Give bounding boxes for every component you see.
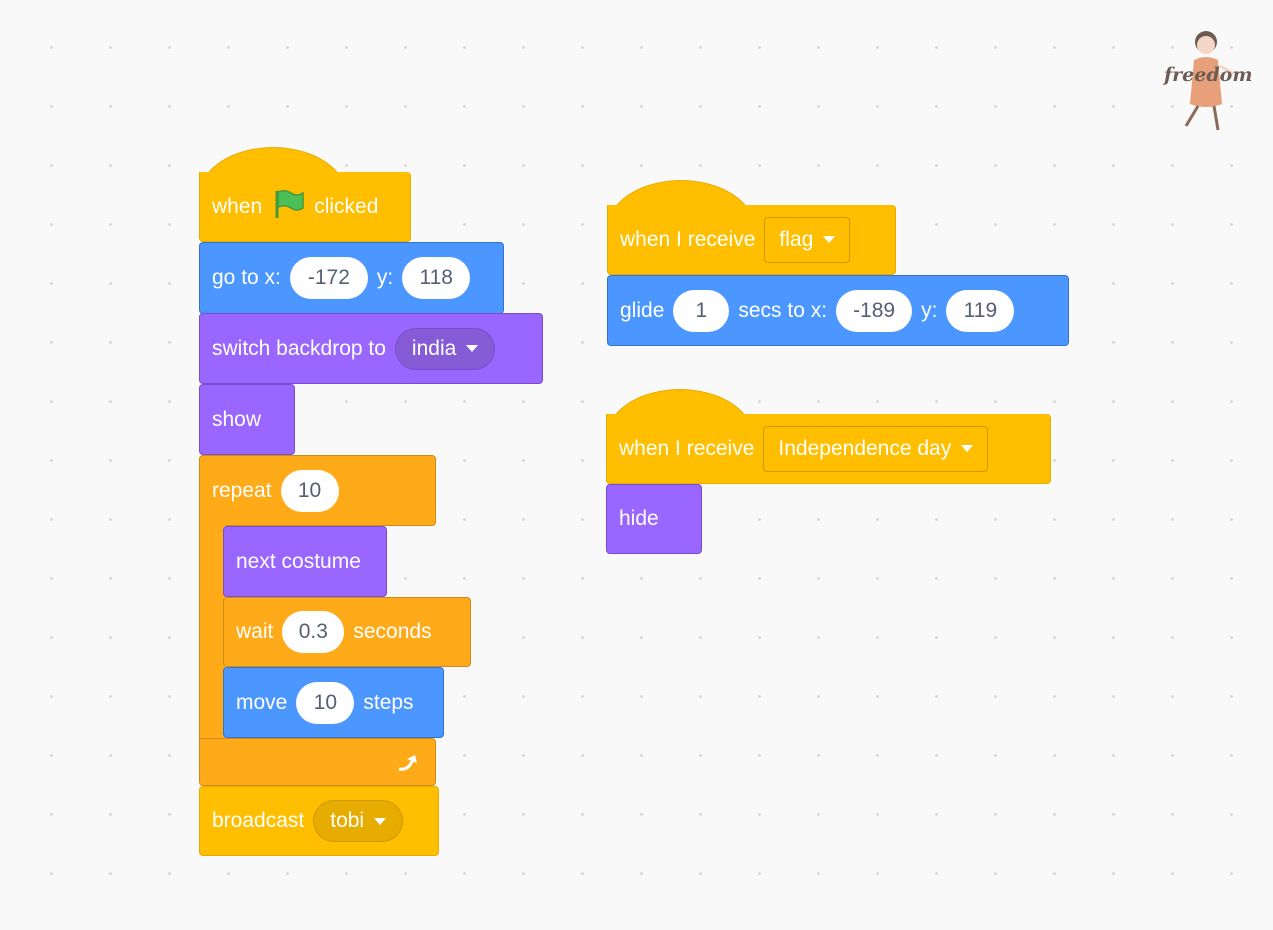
show-label: show xyxy=(212,407,262,431)
wait-block[interactable]: wait 0.3 seconds xyxy=(223,597,471,667)
message-dropdown-2[interactable]: Independence day xyxy=(763,425,989,472)
goto-y-input[interactable]: 118 xyxy=(402,257,471,299)
dropdown-arrow-icon xyxy=(961,445,974,452)
when-i-receive-independence-block[interactable]: when I receive Independence day xyxy=(606,414,1051,484)
wait-seconds-input[interactable]: 0.3 xyxy=(282,611,345,653)
when-flag-clicked-block[interactable]: when clicked xyxy=(199,172,411,242)
goto-x-input[interactable]: -172 xyxy=(289,257,368,299)
clicked-label: clicked xyxy=(314,194,379,218)
glide-secs-input[interactable]: 1 xyxy=(673,289,730,332)
switch-backdrop-label: switch backdrop to xyxy=(212,336,386,360)
goto-label: go to x: xyxy=(212,266,281,289)
when-label: when xyxy=(212,194,263,218)
wait-label: wait xyxy=(236,620,274,643)
broadcast-block[interactable]: broadcast tobi xyxy=(199,786,439,856)
goto-y-label: y: xyxy=(376,266,394,289)
move-steps-input[interactable]: 10 xyxy=(296,681,355,724)
logo-text: freedom xyxy=(1164,64,1253,86)
message-value: flag xyxy=(779,227,814,251)
freedom-logo: freedom xyxy=(1160,26,1252,136)
broadcast-value: tobi xyxy=(330,809,365,832)
dropdown-arrow-icon xyxy=(823,236,836,243)
receive-label: when I receive xyxy=(620,227,756,251)
hide-block[interactable]: hide xyxy=(606,484,702,554)
glide-to-xy-block[interactable]: glide 1 secs to x: -189 y: 119 xyxy=(607,275,1069,346)
glide-y-label: y: xyxy=(921,298,938,322)
glide-label: glide xyxy=(620,298,665,322)
dropdown-arrow-icon xyxy=(466,345,479,352)
loop-arrow-icon xyxy=(395,749,421,781)
repeat-label: repeat xyxy=(212,478,272,502)
broadcast-label: broadcast xyxy=(212,809,305,832)
broadcast-dropdown[interactable]: tobi xyxy=(313,800,404,842)
next-costume-label: next costume xyxy=(236,549,361,573)
next-costume-block[interactable]: next costume xyxy=(223,526,387,597)
wait-suffix-label: seconds xyxy=(353,620,432,643)
move-suffix-label: steps xyxy=(363,690,414,714)
switch-backdrop-block[interactable]: switch backdrop to india xyxy=(199,313,543,384)
message-value-2: Independence day xyxy=(778,436,952,460)
move-label: move xyxy=(236,690,288,714)
move-steps-block[interactable]: move 10 steps xyxy=(223,667,444,738)
glide-x-input[interactable]: -189 xyxy=(836,289,913,332)
repeat-block-end xyxy=(199,738,436,786)
show-block[interactable]: show xyxy=(199,384,295,455)
message-dropdown[interactable]: flag xyxy=(764,216,851,263)
receive-label-2: when I receive xyxy=(619,436,755,460)
green-flag-icon xyxy=(271,188,305,226)
backdrop-dropdown[interactable]: india xyxy=(394,327,496,370)
repeat-block[interactable]: repeat 10 xyxy=(199,455,436,526)
backdrop-value: india xyxy=(411,336,457,360)
glide-mid-label: secs to x: xyxy=(738,298,828,322)
hide-label: hide xyxy=(619,507,659,530)
go-to-xy-block[interactable]: go to x: -172 y: 118 xyxy=(199,242,504,314)
glide-y-input[interactable]: 119 xyxy=(946,289,1015,332)
dropdown-arrow-icon xyxy=(374,817,387,825)
repeat-count-input[interactable]: 10 xyxy=(280,469,339,512)
when-i-receive-flag-block[interactable]: when I receive flag xyxy=(607,205,896,275)
repeat-arm xyxy=(199,524,225,742)
